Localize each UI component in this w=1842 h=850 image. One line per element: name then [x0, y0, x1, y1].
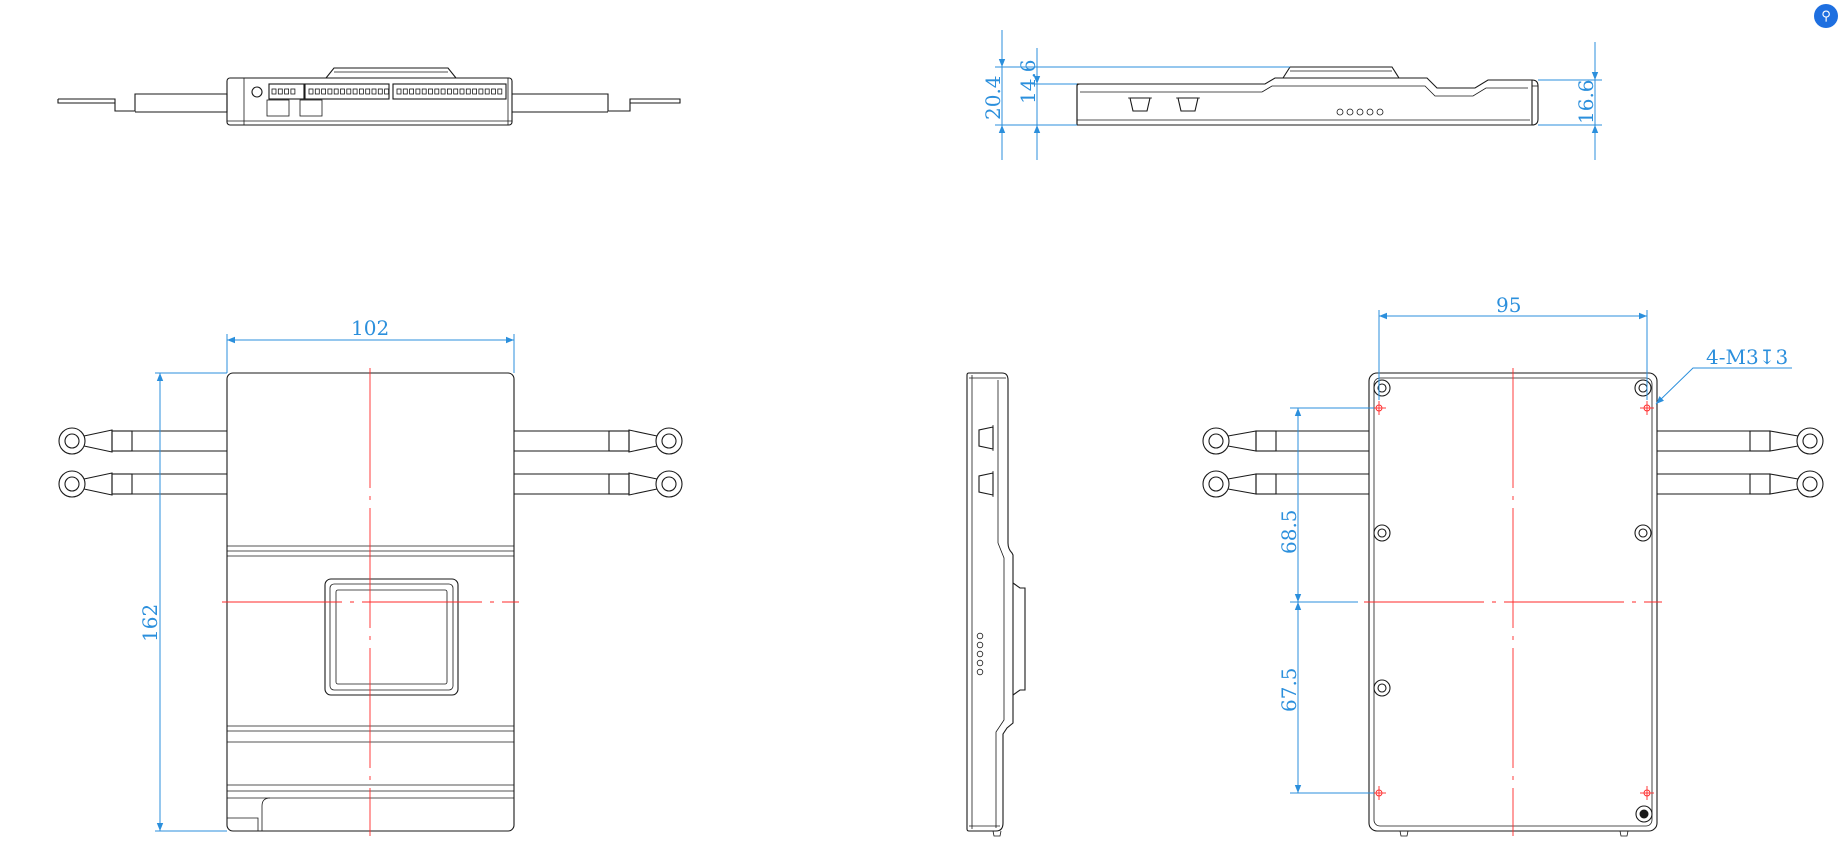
- threaded-hole-marker: [1372, 401, 1386, 415]
- connector-pin: [340, 88, 345, 95]
- screw-hole: [1373, 524, 1391, 542]
- connector-pin: [327, 88, 333, 95]
- cable-right-lower: [514, 470, 683, 498]
- connector-pin: [290, 88, 296, 95]
- back-cable-left-upper: [1202, 427, 1369, 455]
- connector-pin: [465, 88, 471, 95]
- top-view-left: [57, 67, 681, 126]
- connector-pin: [428, 88, 433, 95]
- connector-pin: [472, 88, 478, 95]
- screw-hole: [1634, 379, 1652, 397]
- connector-pin: [453, 88, 459, 95]
- side-profile-top: 20.4 14.6 16.6: [981, 30, 1602, 160]
- connector-pin: [421, 88, 427, 95]
- back-cable-left-lower: [1202, 470, 1369, 498]
- connector-pin: [277, 88, 283, 95]
- screw-hole: [1373, 679, 1391, 697]
- back-view: 95 68.5 67.5 4-M3↧3: [1202, 293, 1824, 837]
- threaded-hole-marker: [1640, 786, 1654, 800]
- connector-pin: [415, 88, 421, 95]
- connector-pin: [478, 88, 484, 95]
- back-cable-right-upper: [1657, 427, 1824, 455]
- cable-left-lower: [58, 470, 227, 498]
- connector-pin: [308, 88, 314, 95]
- connector-pin: [314, 88, 320, 95]
- screw-hole-filled: [1635, 805, 1653, 823]
- connector-pin: [409, 88, 415, 95]
- connector-pin: [321, 88, 327, 95]
- connector-pin: [371, 88, 377, 95]
- dim-height-right: 16.6: [1574, 79, 1598, 124]
- link-icon-button[interactable]: ⚲: [1814, 4, 1838, 28]
- connector-pin: [396, 88, 402, 95]
- connector-pin: [497, 88, 503, 95]
- thread-callout: 4-M3↧3: [1706, 345, 1788, 369]
- connector-pin: [491, 88, 496, 95]
- threaded-hole-marker: [1640, 401, 1654, 415]
- dim-back-width: 95: [1496, 293, 1521, 317]
- dim-front-height: 162: [138, 604, 162, 642]
- connector-pin: [365, 88, 371, 95]
- screw-hole: [1373, 379, 1391, 397]
- connector-pin: [377, 88, 383, 95]
- threaded-hole-marker: [1372, 786, 1386, 800]
- back-cable-right-lower: [1657, 470, 1824, 498]
- dim-front-width: 102: [351, 316, 389, 340]
- side-view: [966, 372, 1026, 837]
- connector-pin: [384, 88, 390, 95]
- cable-right-upper: [514, 427, 683, 455]
- connector-pin: [434, 88, 440, 95]
- connector-pin: [333, 88, 339, 95]
- front-view: 102 162: [58, 316, 683, 836]
- cable-left-upper: [58, 427, 227, 455]
- screw-hole: [1634, 524, 1652, 542]
- connector-pin: [271, 88, 277, 95]
- dim-height-body: 14.6: [1016, 59, 1040, 104]
- connector-pin: [358, 88, 364, 95]
- connector-pin: [402, 88, 408, 95]
- connector-pin: [440, 88, 446, 95]
- connector-pin: [446, 88, 452, 95]
- connector-pin: [352, 88, 358, 95]
- connector-pin: [459, 88, 465, 95]
- connector-pin: [484, 88, 490, 95]
- dim-hole-spacing-lower: 67.5: [1277, 667, 1301, 712]
- connector-pin: [284, 88, 290, 95]
- dim-hole-spacing-upper: 68.5: [1277, 509, 1301, 554]
- dim-height-total: 20.4: [981, 75, 1005, 120]
- connector-pin: [346, 88, 352, 95]
